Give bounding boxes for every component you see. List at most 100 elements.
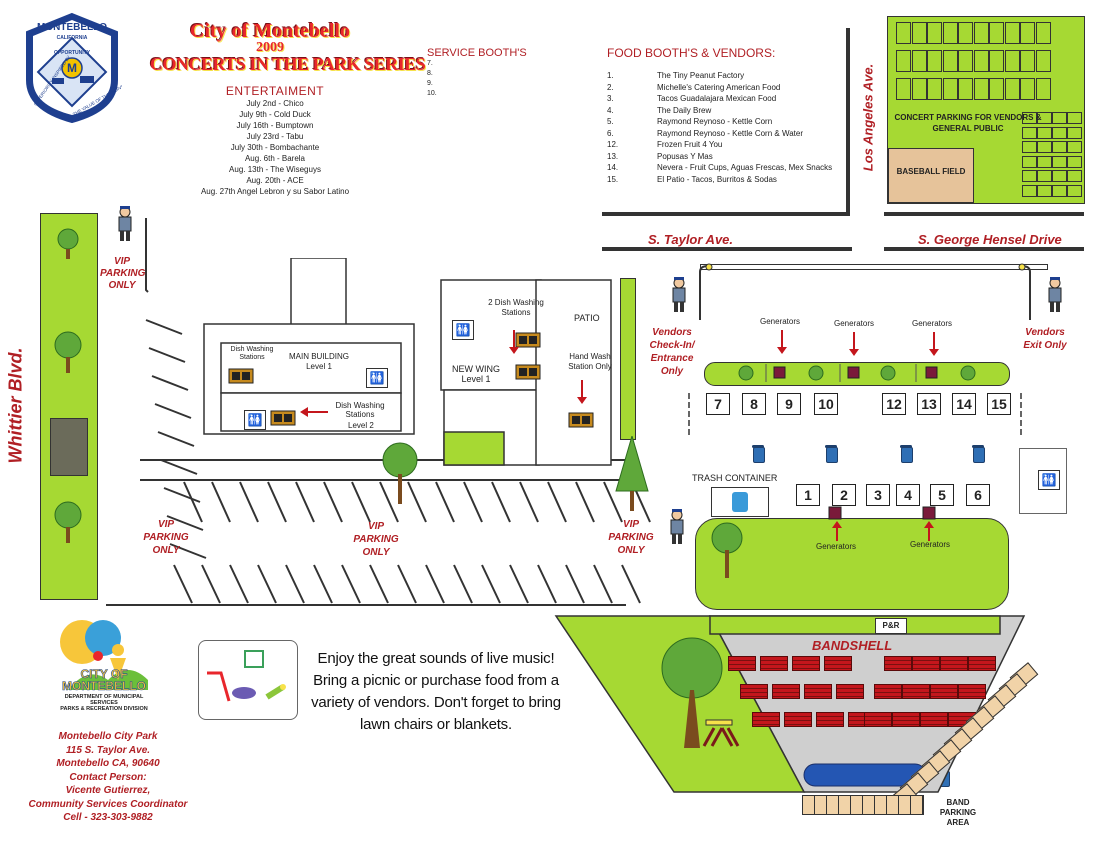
restroom-icon: 🚻: [452, 320, 474, 340]
level2-label: Level 2: [348, 421, 374, 430]
parking-stall: [1035, 78, 1051, 100]
arrow-down-icon: [849, 332, 859, 356]
contact-name: Vicente Gutierrez,: [65, 785, 151, 796]
booth-number: 15: [987, 393, 1011, 415]
parking-stripe: [313, 564, 333, 604]
food-booth-name: Raymond Reynoso - Kettle Corn: [657, 117, 773, 126]
food-booth-row: 3.Tacos Guadalajara Mexican Food: [607, 93, 837, 105]
bench-icon: [864, 712, 892, 727]
parking-stripe: [603, 481, 623, 523]
parking-stripe: [537, 564, 557, 604]
food-booth-num: 3.: [607, 94, 614, 103]
band-parking-row: [802, 795, 924, 815]
series-title: CONCERTS IN THE PARK SERIES: [150, 54, 426, 74]
street-line: [884, 247, 1084, 251]
parking-stripe: [166, 515, 204, 531]
tree-icon: [615, 436, 649, 511]
contact-city: Montebello CA, 90640: [56, 758, 160, 769]
worker-icon: [732, 492, 748, 512]
bench-icon: [792, 656, 820, 671]
parking-stall: [1020, 78, 1035, 100]
seal-title: MONTEBELLO: [37, 22, 107, 33]
trash-can-icon: [752, 445, 765, 463]
parking-stall: [1004, 78, 1020, 100]
food-booth-name: Frozen Fruit 4 You: [657, 140, 723, 149]
bench-icon: [824, 656, 852, 671]
food-booth-row: 6.Raymond Reynoso - Kettle Corn & Water: [607, 128, 837, 140]
post-line: [688, 393, 692, 435]
tree-icon: [54, 228, 82, 543]
parking-stripe: [154, 403, 192, 419]
parking-stripe: [453, 564, 473, 604]
parking-stripe: [575, 481, 595, 523]
parking-stall: [1052, 170, 1067, 182]
food-booth-row: 15.El Patio - Tacos, Burritos & Sodas: [607, 174, 837, 186]
parking-stripe: [519, 481, 539, 523]
lawn-decor: [738, 364, 976, 382]
dept-city: CITY OF MONTEBELLO: [62, 667, 147, 693]
parking-stripe: [145, 319, 183, 335]
arrow-up-icon: [924, 521, 934, 541]
food-booth-num: 15.: [607, 174, 619, 184]
booth-number: 8: [742, 393, 766, 415]
bench-icon: [874, 684, 902, 699]
parking-stall: [958, 50, 973, 72]
parking-stall: [1020, 22, 1035, 44]
food-booth-name: Nevera - Fruit Cups, Aguas Frescas, Mex …: [657, 163, 833, 172]
tree-icon: [711, 522, 743, 578]
restroom-icon: 🚻: [1038, 470, 1060, 490]
patio-label: PATIO: [574, 313, 600, 323]
street-line: [602, 247, 852, 251]
parking-stripe: [160, 459, 198, 475]
parking-stripe: [481, 564, 501, 604]
food-booth-row: 12.Frozen Fruit 4 You: [607, 139, 837, 151]
parking-stripe: [407, 481, 427, 523]
tree-icon: [661, 637, 723, 748]
parking-stall: [1035, 50, 1051, 72]
new-wing-label: NEW WING Level 1: [446, 364, 506, 384]
service-booth-heading: SERVICE BOOTH'S: [427, 47, 527, 59]
city-title: City of Montebello: [190, 20, 350, 42]
food-booth-name: The Tiny Peanut Factory: [657, 71, 745, 80]
parking-stall: [1067, 184, 1082, 197]
parking-stripe: [351, 481, 371, 523]
booth-number: 1: [796, 484, 820, 506]
parking-stall: [958, 22, 973, 44]
bench-icon: [804, 684, 832, 699]
food-booth-num: 14.: [607, 163, 619, 172]
generators-label: Generators: [910, 540, 951, 549]
seal-state: CALIFORNIA: [57, 35, 88, 41]
parking-stall: [896, 50, 911, 72]
dish-washing-label-1: Dish Washing Stations: [230, 346, 274, 361]
bench-icon: [940, 656, 968, 671]
service-booth-item: 8.: [427, 70, 433, 77]
parking-stall: [973, 50, 989, 72]
parking-stall: [1022, 170, 1037, 182]
parking-stripe: [239, 481, 259, 523]
parking-stall: [1004, 50, 1020, 72]
parking-stall: [927, 78, 942, 100]
food-booth-name: Michelle's Catering American Food: [657, 82, 781, 92]
parking-stall: [1067, 170, 1082, 182]
dish-washing-icon: [568, 412, 594, 428]
bench-icon: [930, 684, 958, 699]
street-taylor: S. Taylor Ave.: [648, 232, 734, 247]
food-booth-row: 13.Popusas Y Mas: [607, 151, 837, 163]
parking-stall: [1022, 112, 1037, 124]
post-line: [1020, 393, 1024, 435]
entertainment-item: July 30th - Bombachante: [230, 143, 320, 152]
parking-stripe: [379, 481, 399, 523]
food-booth-name: Popusas Y Mas: [657, 151, 713, 161]
street-hensel: S. George Hensel Drive: [918, 232, 1062, 247]
lamp-post-icon: [699, 263, 713, 320]
bench-icon: [728, 656, 756, 671]
title-block: City of Montebello 2009 CONCERTS IN THE …: [150, 20, 426, 75]
bench-icon: [958, 684, 986, 699]
dept-division: PARKS & RECREATION DIVISION: [60, 706, 148, 712]
booth-number: 6: [966, 484, 990, 506]
parking-stall: [1052, 112, 1067, 124]
bench-icon: [772, 684, 800, 699]
parking-stripe: [183, 481, 203, 523]
entertainment-heading: ENTERTAIMENT: [225, 84, 325, 98]
picnic-table-icon: [702, 719, 740, 747]
